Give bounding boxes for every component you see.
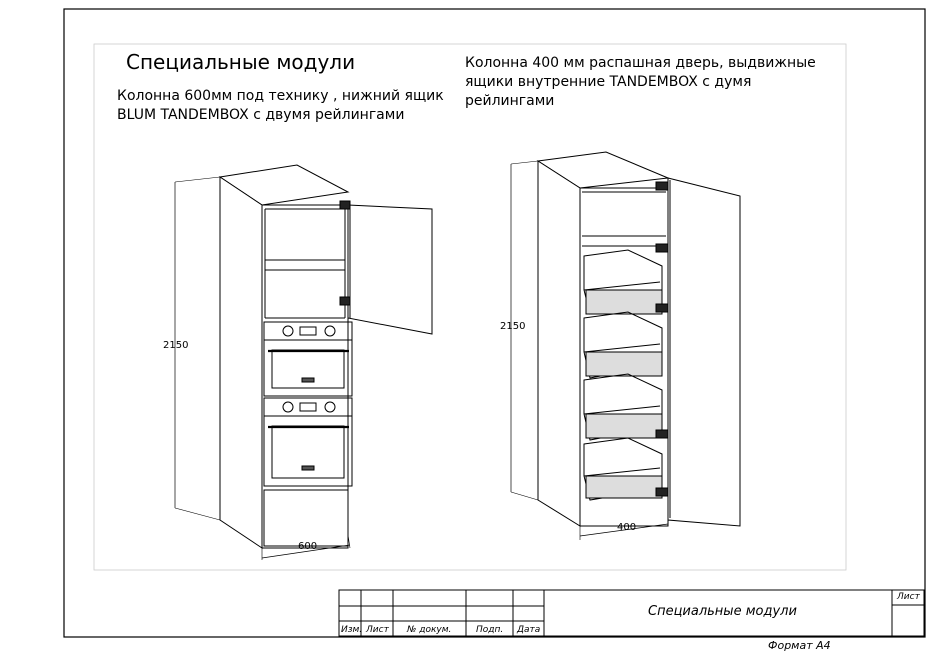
drawer-2 xyxy=(583,311,663,379)
drawer-3 xyxy=(583,373,663,441)
right-cabinet xyxy=(510,151,741,540)
stamp-document-name: Специальные модули xyxy=(648,604,797,619)
sheet-frame xyxy=(63,8,926,638)
right-caption-line-1: Колонна 400 мм распашная дверь, выдвижны… xyxy=(465,55,816,71)
page-title: Специальные модули xyxy=(126,50,356,74)
right-height-dimension: 2150 xyxy=(500,321,526,332)
left-cabinet xyxy=(174,164,433,560)
left-caption-line-1: Колонна 600мм под технику , нижний ящик xyxy=(117,88,444,104)
stamp-col-date: Дата xyxy=(517,625,541,635)
right-caption-line-3: рейлингами xyxy=(465,93,555,109)
stamp-sheet-label: Лист xyxy=(897,592,920,602)
left-caption-line-2: BLUM TANDEMBOX с двумя рейлингами xyxy=(117,107,405,123)
stamp-col-izm: Изм. xyxy=(341,625,363,635)
stamp-format: Формат А4 xyxy=(768,639,831,652)
left-height-dimension: 2150 xyxy=(163,340,189,351)
right-width-dimension: 400 xyxy=(617,522,637,533)
right-caption-line-2: ящики внутренние TANDEMBOX с думя xyxy=(465,74,752,90)
inner-frame xyxy=(93,43,847,571)
title-block xyxy=(338,589,925,637)
stamp-col-sign: Подп. xyxy=(476,625,504,635)
left-width-dimension: 600 xyxy=(298,541,318,552)
stamp-col-doc: № докум. xyxy=(407,625,452,635)
drawer-1 xyxy=(583,249,663,315)
stamp-col-list: Лист xyxy=(366,625,389,635)
